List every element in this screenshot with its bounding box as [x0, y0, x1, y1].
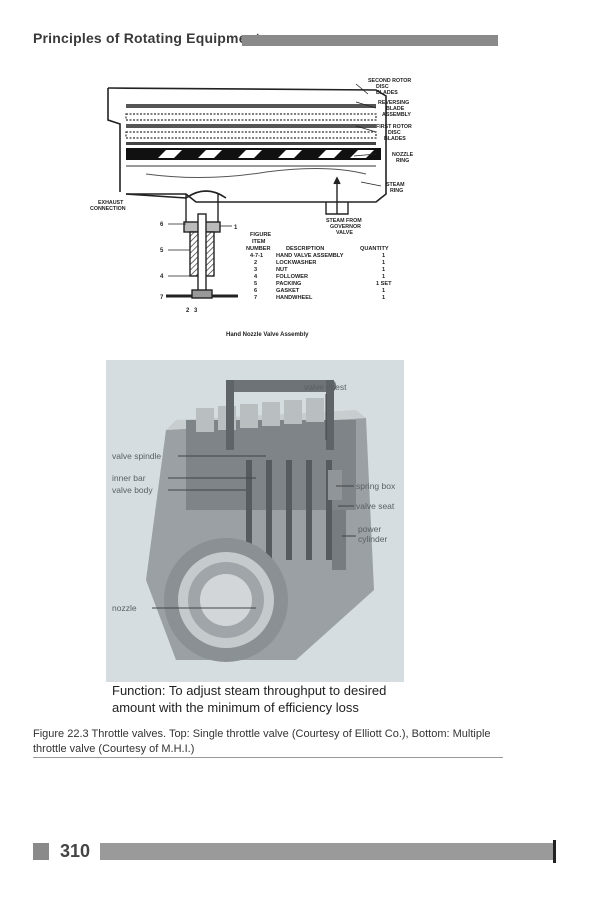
row-quantity: 1	[382, 267, 385, 273]
row-description: LOCKWASHER	[276, 260, 316, 266]
row-description: GASKET	[276, 288, 300, 294]
callout-7: 7	[160, 295, 164, 301]
table-row: 7 HANDWHEEL 1	[254, 295, 385, 301]
nozzle-ring	[164, 538, 288, 662]
table-header-figure: FIGURE	[250, 232, 271, 238]
label-governor: GOVERNOR	[330, 224, 361, 230]
row-quantity: 1	[382, 260, 385, 266]
row-number: 3	[254, 267, 257, 273]
row-quantity: 1	[382, 253, 385, 259]
label-second-rotor: SECOND ROTOR	[368, 78, 411, 84]
figure-caption-line-2: throttle valve (Courtesy of M.H.I.)	[33, 743, 195, 755]
function-caption: Function: To adjust steam throughput to …	[112, 682, 412, 716]
label-reversing: REVERSING	[378, 100, 409, 106]
footer-bar	[100, 843, 555, 860]
top-figure-caption: Hand Nozzle Valve Assembly	[226, 332, 309, 338]
label-disc-2: DISC	[388, 130, 401, 136]
table-row: 5 PACKING 1 SET	[254, 281, 392, 287]
label-steam-from: STEAM FROM	[326, 218, 362, 224]
label-ring: RING	[396, 158, 409, 164]
label-blades: BLADES	[376, 90, 398, 96]
caption-rule	[33, 757, 503, 758]
leader-lines	[168, 83, 382, 297]
label-nozzle-bottom: nozzle	[112, 603, 137, 613]
label-cylinder: cylinder	[358, 534, 387, 544]
label-blade: BLADE	[386, 106, 405, 112]
parts-table: FIGURE ITEM NUMBER DESCRIPTION QUANTITY …	[246, 232, 392, 301]
row-number: 2	[254, 260, 257, 266]
table-header-item: ITEM	[252, 239, 266, 245]
row-number: 7	[254, 295, 257, 301]
row-number: 4	[254, 274, 258, 280]
table-row: 6 GASKET 1	[254, 288, 385, 294]
label-exhaust: EXHAUST	[98, 200, 124, 206]
label-valve-chest: valve chest	[304, 382, 347, 392]
row-quantity: 1	[382, 288, 385, 294]
row-quantity: 1	[382, 274, 385, 280]
label-blades-2: BLADES	[384, 136, 406, 142]
footer-marker	[33, 843, 49, 860]
row-description: FOLLOWER	[276, 274, 308, 280]
page-number: 310	[60, 841, 91, 861]
bottom-leader-lines	[152, 394, 356, 609]
running-header-title: Principles of Rotating Equipment	[33, 30, 261, 46]
callout-2: 2	[186, 308, 190, 314]
table-row: 2 LOCKWASHER 1	[254, 260, 385, 266]
table-row: 4 FOLLOWER 1	[254, 274, 385, 280]
figure-caption-line-1: Figure 22.3 Throttle valves. Top: Single…	[33, 728, 491, 740]
figure-caption: Figure 22.3 Throttle valves. Top: Single…	[33, 727, 503, 757]
function-line-1: Function: To adjust steam throughput to …	[112, 683, 387, 698]
label-connection: CONNECTION	[90, 206, 126, 212]
row-number: 5	[254, 281, 257, 287]
row-description: HANDWHEEL	[276, 295, 313, 301]
function-line-2: amount with the minimum of efficiency lo…	[112, 700, 359, 715]
steam-from-governor-valve	[325, 176, 349, 215]
label-power: power	[358, 524, 381, 534]
table-header-description: DESCRIPTION	[286, 246, 324, 252]
callout-1: 1	[234, 225, 238, 231]
row-description: PACKING	[276, 281, 301, 287]
hand-valve-body	[166, 194, 238, 299]
turbine-casing	[107, 87, 387, 203]
table-header-number: NUMBER	[246, 246, 271, 252]
label-steam: STEAM	[386, 182, 405, 188]
callout-6: 6	[160, 222, 164, 228]
label-spring-box: spring box	[356, 481, 396, 491]
blade-rows	[125, 104, 381, 179]
multiple-throttle-valve-figure: valve chest valve spindle inner bar valv…	[106, 360, 404, 682]
label-valve-spindle: valve spindle	[112, 451, 161, 461]
label-assembly: ASSEMBLY	[382, 112, 411, 118]
callout-5: 5	[160, 248, 164, 254]
footer-bar-end	[553, 840, 556, 863]
label-valve-seat: valve seat	[356, 501, 395, 511]
label-disc: DISC	[376, 84, 389, 90]
row-number: 4-7-1	[250, 253, 263, 259]
row-quantity: 1	[382, 295, 385, 301]
callout-4: 4	[160, 274, 164, 280]
row-description: NUT	[276, 267, 288, 273]
label-nozzle: NOZZLE	[392, 152, 414, 158]
label-ring-2: RING	[390, 188, 403, 194]
label-valve-body: valve body	[112, 485, 153, 495]
callout-3: 3	[194, 308, 198, 314]
table-header-quantity: QUANTITY	[360, 246, 389, 252]
label-first-rotor: FIRST ROTOR	[376, 124, 412, 130]
label-valve: VALVE	[336, 230, 353, 236]
row-description: HAND VALVE ASSEMBLY	[276, 253, 344, 259]
row-number: 6	[254, 288, 257, 294]
table-row: 4-7-1 HAND VALVE ASSEMBLY 1	[250, 253, 385, 259]
table-row: 3 NUT 1	[254, 267, 385, 273]
throttle-valve-illustration: valve chest valve spindle inner bar valv…	[112, 380, 396, 662]
hand-nozzle-valve-figure: SECOND ROTOR DISC BLADES REVERSING BLADE…	[90, 78, 414, 338]
label-inner-bar: inner bar	[112, 473, 146, 483]
row-quantity: 1 SET	[376, 281, 392, 287]
header-bar	[242, 35, 498, 46]
